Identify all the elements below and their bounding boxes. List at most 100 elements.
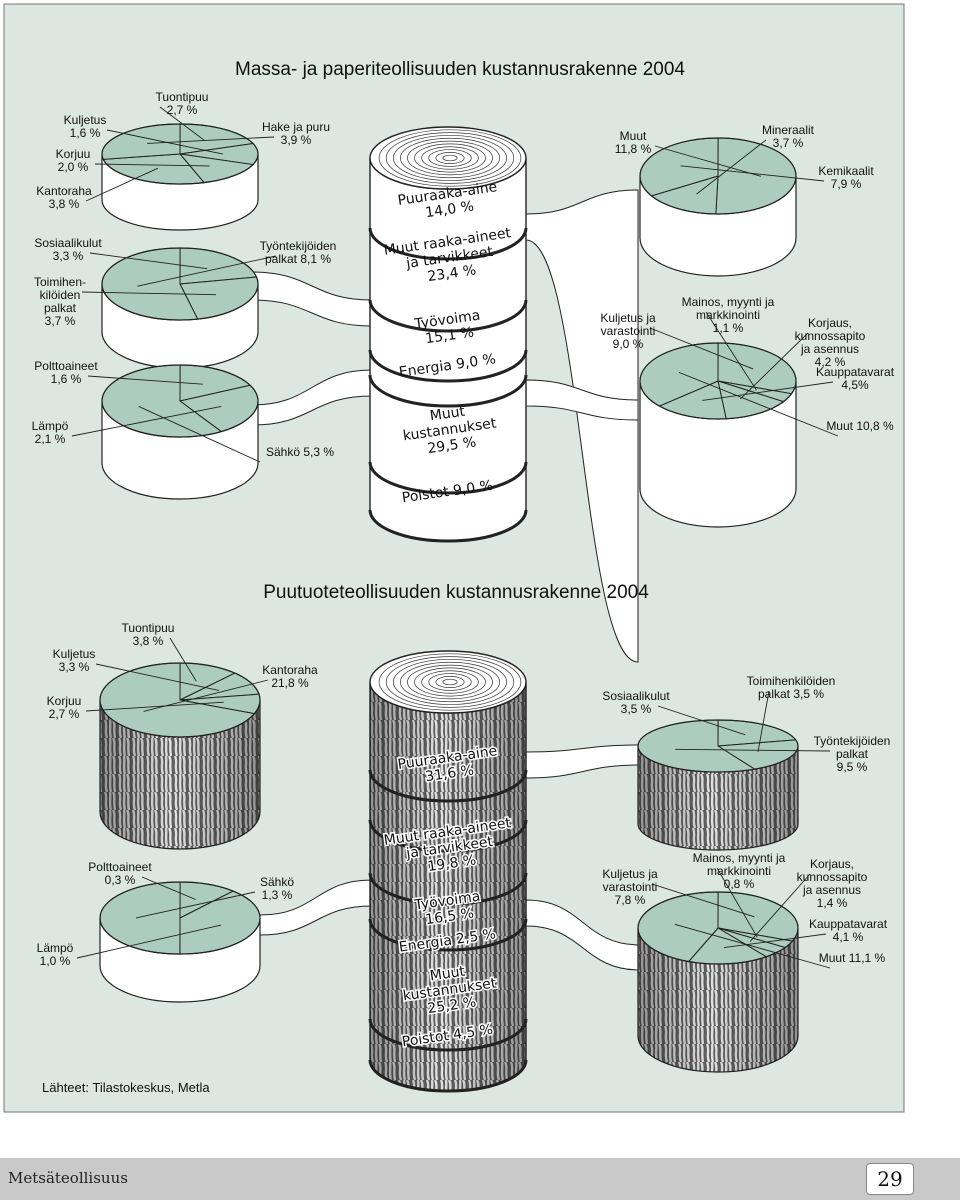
growth-ring — [407, 664, 493, 700]
column-divider — [368, 819, 528, 853]
column-segment-shade — [370, 919, 526, 1050]
growth-ring — [392, 135, 508, 181]
growth-ring — [421, 670, 479, 694]
leader-line — [749, 873, 811, 942]
growth-ring — [400, 661, 500, 703]
pie-työvoima — [637, 719, 799, 851]
pie-side-shade — [638, 928, 798, 1072]
column-divider — [368, 769, 528, 803]
growth-ring — [385, 656, 515, 708]
leader-line — [705, 311, 757, 391]
column-segment-shade — [370, 1019, 526, 1091]
leader-line — [675, 748, 831, 752]
footer-band — [0, 1158, 960, 1200]
pie-energia — [101, 364, 259, 500]
cost-column: Puuraaka-aine31,6 %Muut raaka-aineetja t… — [368, 650, 528, 1093]
leader-line — [94, 163, 210, 167]
column-divider — [368, 1018, 528, 1052]
leader-line — [89, 252, 208, 270]
column-segment-shade — [370, 770, 526, 851]
pie-top-outline — [637, 719, 799, 773]
pie-top-outline — [637, 891, 799, 965]
column-segment-shade — [370, 873, 526, 950]
leader-line — [702, 381, 834, 401]
column-label: Muutkustannukset29,5 % — [400, 400, 500, 461]
leader-line — [85, 701, 224, 712]
slice-label: Sähkö 5,3 % — [266, 445, 334, 459]
cost-columns: Puuraaka-aine14,0 %Muut raaka-aineetja t… — [368, 126, 528, 1093]
leader-line — [696, 139, 767, 195]
leader-line — [651, 883, 755, 918]
leader-line — [76, 924, 222, 959]
leader-line — [85, 167, 159, 202]
growth-ring — [414, 667, 486, 697]
leader-line — [654, 145, 762, 177]
pie-muut-raaka-aineet-ja-tarvikkeet — [639, 137, 797, 277]
growth-ring — [385, 132, 515, 184]
column-divider — [368, 299, 528, 333]
leader-line — [135, 891, 256, 919]
leader-line — [95, 663, 219, 691]
connector-ribbon — [525, 189, 639, 663]
source-note: Lähteet: Tilastokeskus, Metla — [42, 1080, 210, 1095]
leader-line — [716, 867, 758, 938]
leader-line — [138, 406, 261, 463]
chart-title-pulp-paper: Massa- ja paperiteollisuuden kustannusra… — [235, 59, 685, 80]
column-divider — [368, 1059, 528, 1093]
leader-line — [147, 136, 275, 144]
leader-line — [159, 106, 205, 141]
pie-top-outline — [101, 364, 259, 438]
pie-muut-kustannukset — [637, 891, 799, 1073]
leader-line — [81, 291, 217, 296]
leader-line — [649, 327, 754, 370]
pie-top-outline — [99, 881, 261, 955]
leader-line — [678, 371, 839, 437]
growth-ring — [378, 129, 522, 187]
column-segment-shade — [370, 682, 526, 801]
leader-line — [657, 705, 746, 736]
pie-muut-kustannukset — [639, 342, 797, 528]
column-segment-shade — [370, 820, 526, 904]
pie-top-outline — [101, 247, 259, 321]
leader-line — [169, 637, 197, 682]
growth-ring — [442, 678, 458, 686]
pie-top-outline — [99, 662, 261, 738]
leader-line — [141, 876, 196, 900]
column-divider — [368, 461, 528, 495]
growth-ring — [435, 152, 465, 164]
slice-label: Muut 10,8 % — [826, 419, 894, 433]
pie-top-outline — [639, 137, 797, 215]
growth-ring — [442, 154, 458, 162]
leader-line — [757, 690, 770, 753]
growth-ring — [414, 143, 486, 173]
connector-ribbon — [525, 379, 639, 421]
growth-ring — [421, 146, 479, 170]
column-divider — [368, 509, 528, 543]
leader-line — [680, 165, 825, 182]
column-divider — [368, 872, 528, 906]
leader-line — [143, 679, 269, 712]
